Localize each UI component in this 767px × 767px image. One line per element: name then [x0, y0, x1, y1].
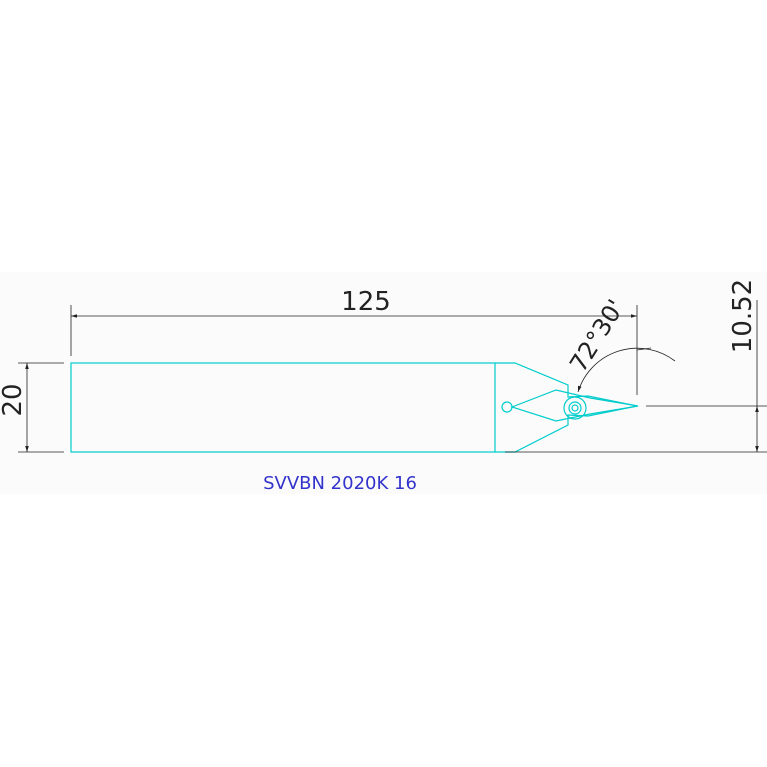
clamp-screw-inner	[568, 401, 582, 415]
height-value: 20	[0, 383, 28, 416]
clamp-screw-core	[571, 404, 579, 412]
tool-holder	[70, 362, 639, 453]
angle-arc	[577, 347, 676, 393]
angle-arrow-tick	[636, 347, 652, 351]
offset-value: 10.52	[728, 279, 758, 353]
shank-body	[70, 362, 496, 453]
part-label: SVVBN 2020K 16	[263, 473, 417, 494]
insert-outline	[510, 389, 639, 422]
length-value: 125	[341, 287, 391, 317]
clamp-screw-outer	[563, 396, 587, 420]
pin-circle	[501, 401, 513, 413]
offset-dimension	[505, 300, 767, 453]
drawing-band	[0, 272, 767, 494]
angle-dimension	[577, 347, 676, 393]
height-dimension	[18, 362, 64, 453]
